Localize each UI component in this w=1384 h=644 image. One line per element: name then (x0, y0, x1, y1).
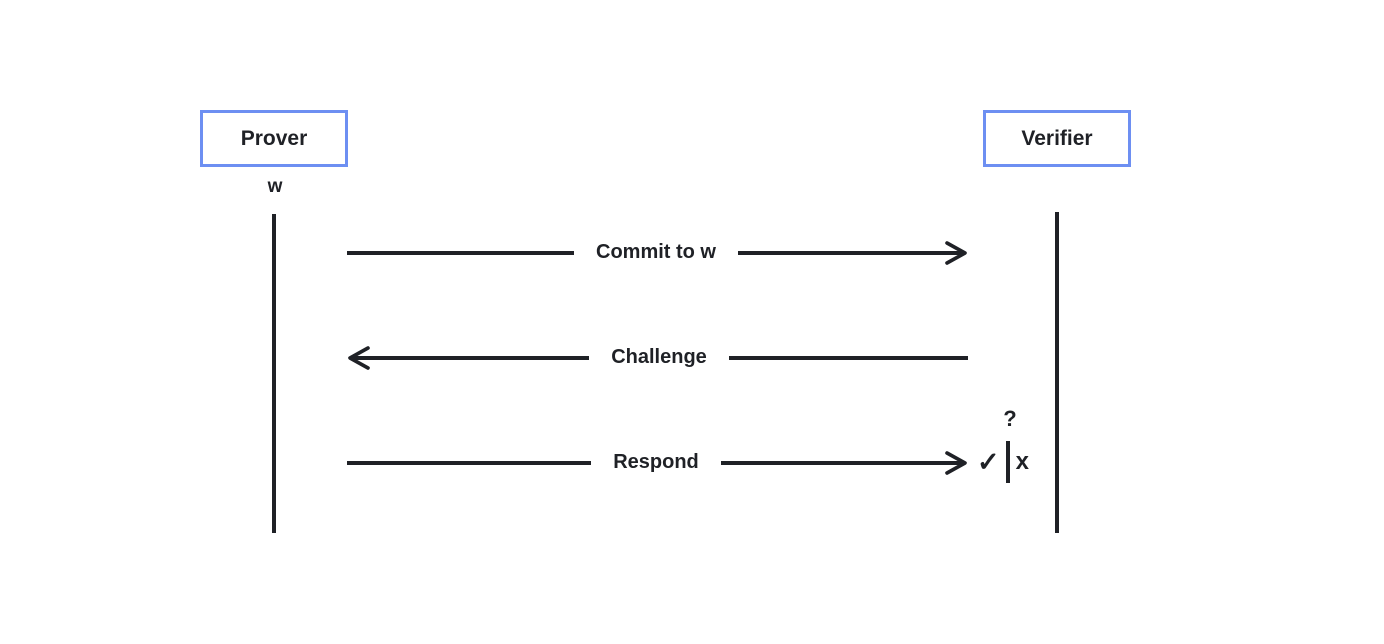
question-mark: ? (1003, 406, 1017, 431)
message-line (738, 251, 965, 255)
reject-x-icon: x (1015, 448, 1029, 475)
witness-label: w (267, 176, 283, 197)
message-respond: Respond (347, 445, 968, 481)
message-commit-label: Commit to w (596, 241, 716, 263)
message-line (347, 461, 592, 465)
prover-lifeline (272, 214, 276, 533)
verifier-label: Verifier (1021, 126, 1093, 150)
message-challenge: Challenge (347, 340, 969, 376)
arrowhead-right-icon (944, 450, 968, 476)
prover-box: Prover (200, 110, 348, 167)
verification-verdict: ? ✓ x (977, 408, 1029, 483)
verdict-divider (1005, 441, 1010, 483)
message-respond-label: Respond (613, 451, 699, 473)
prover-label: Prover (240, 126, 308, 150)
message-line (720, 461, 965, 465)
message-line (728, 356, 969, 360)
message-line (347, 251, 574, 255)
arrowhead-right-icon (944, 240, 968, 266)
verifier-lifeline (1055, 212, 1059, 533)
message-line (350, 356, 590, 360)
accept-check-icon: ✓ (977, 446, 1000, 477)
message-commit: Commit to w (347, 235, 968, 271)
message-challenge-label: Challenge (611, 346, 707, 368)
verifier-box: Verifier (983, 110, 1131, 167)
